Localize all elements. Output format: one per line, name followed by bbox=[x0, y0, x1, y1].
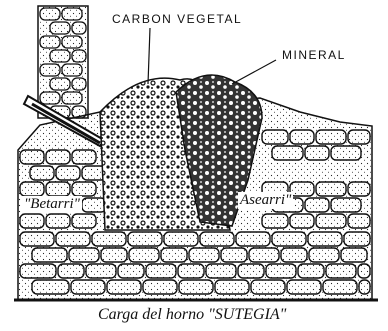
label-mineral: MINERAL bbox=[282, 48, 346, 62]
leader-line-charcoal bbox=[148, 28, 150, 84]
leader-line-mineral bbox=[232, 60, 276, 84]
label-asearri: Asearri" bbox=[238, 192, 293, 209]
label-betarri: "Betarri" bbox=[22, 196, 82, 213]
label-charcoal: CARBON VEGETAL bbox=[112, 12, 242, 26]
chimney bbox=[38, 6, 88, 118]
figure-caption: Carga del horno "SUTEGIA" bbox=[98, 306, 286, 324]
